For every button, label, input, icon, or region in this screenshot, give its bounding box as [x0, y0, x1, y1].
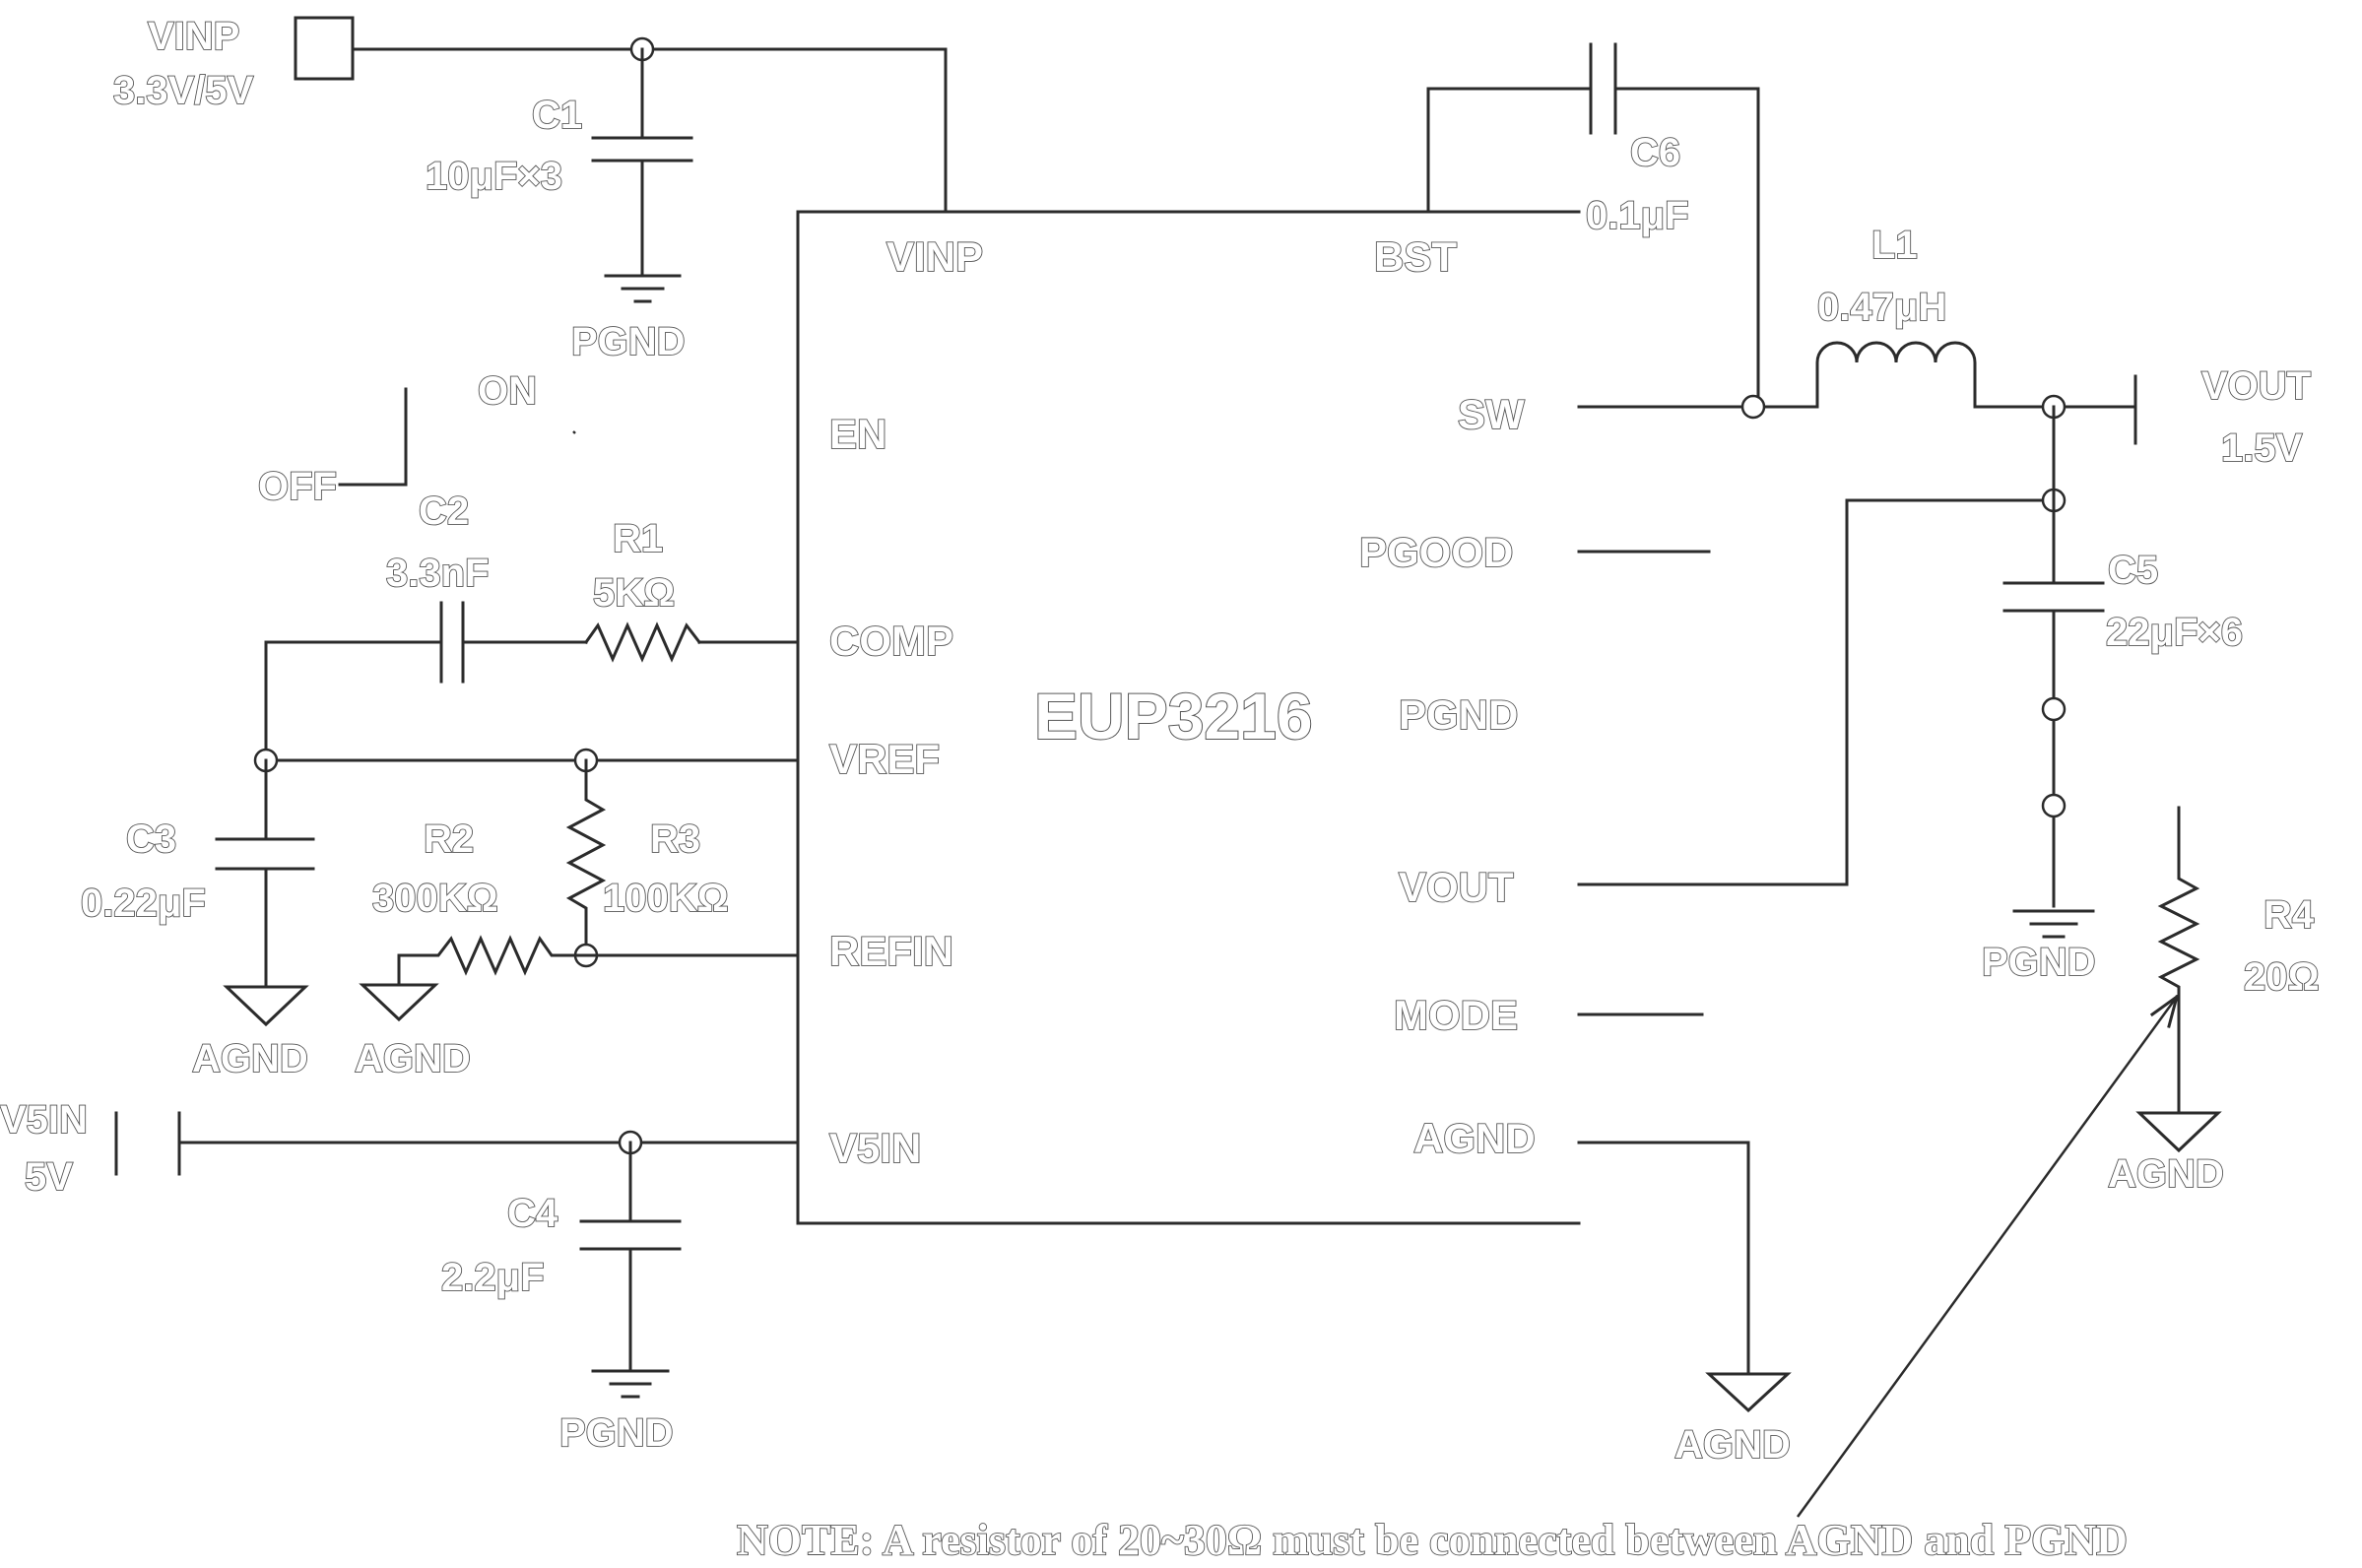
- pgnd-symbol-c4: [591, 1369, 670, 1399]
- v5in-input-name: V5IN: [0, 1098, 88, 1142]
- resistor-r2: [397, 935, 588, 987]
- c3-value: 0.22μF: [81, 882, 206, 925]
- ic-body: [796, 210, 1581, 1225]
- pin-label-en: EN: [829, 411, 886, 457]
- capacitor-c3: [215, 758, 315, 989]
- agnd-symbol-r2: [359, 983, 439, 1022]
- vinp-wire: [351, 47, 948, 214]
- c4-ref: C4: [507, 1192, 558, 1235]
- pin-label-vout: VOUT: [1399, 864, 1514, 910]
- vout-sense-wire: [1577, 498, 2056, 886]
- en-switch-off-label: OFF: [258, 465, 337, 508]
- agnd-symbol-r4: [2135, 1111, 2222, 1153]
- pin-label-bst: BST: [1374, 233, 1457, 280]
- capacitor-c1: [591, 47, 693, 278]
- c6-value: 0.1μF: [1586, 194, 1689, 237]
- c1-ref: C1: [532, 94, 582, 137]
- en-switch-lever: [338, 387, 408, 487]
- capacitor-c5: [2002, 405, 2105, 908]
- pgnd-symbol-c1: [604, 274, 682, 303]
- resistor-r1: [583, 621, 702, 663]
- pin-label-v5in: V5IN: [829, 1125, 921, 1171]
- l1-value: 0.47μH: [1817, 286, 1946, 329]
- junction-dot: [1740, 394, 1766, 420]
- agnd-label-r2: AGND: [355, 1037, 471, 1080]
- pin-label-sw: SW: [1458, 391, 1525, 437]
- capacitor-c2: [264, 601, 588, 755]
- en-switch-on-label: ON: [478, 369, 537, 413]
- pgnd-label-c1: PGND: [571, 320, 686, 363]
- c6-ref: C6: [1630, 131, 1680, 174]
- pin-label-pgood: PGOOD: [1359, 529, 1513, 575]
- v5in-input-value: 5V: [25, 1155, 73, 1199]
- pin-label-agnd: AGND: [1413, 1115, 1536, 1161]
- r1-ref: R1: [613, 517, 663, 560]
- en-switch-contact: [572, 430, 576, 434]
- inductor-l1: [1815, 341, 1977, 409]
- c5-value: 22μF×6: [2106, 611, 2243, 654]
- r3-value: 100KΩ: [603, 877, 729, 920]
- agnd-symbol-c3: [223, 985, 309, 1027]
- l1-ref: L1: [1871, 224, 1918, 267]
- pin-label-vinp: VINP: [886, 233, 983, 280]
- pin-label-pgnd: PGND: [1399, 691, 1518, 738]
- vinp-input-terminal: [294, 16, 355, 81]
- agnd-symbol-ic: [1705, 1372, 1792, 1413]
- pin-label-comp: COMP: [829, 618, 953, 664]
- pin-label-mode: MODE: [1394, 992, 1518, 1038]
- chip-name: EUP3216: [1034, 680, 1313, 752]
- note-arrow-line: [1796, 996, 2179, 1518]
- vout-output-value: 1.5V: [2221, 426, 2303, 470]
- pgnd-label-c4: PGND: [559, 1411, 674, 1455]
- note-arrowhead: [2149, 994, 2180, 1028]
- c2-ref: C2: [419, 490, 469, 533]
- design-note: NOTE: A resistor of 20~30Ω must be conne…: [737, 1516, 2128, 1564]
- agnd-label-r4: AGND: [2108, 1152, 2224, 1196]
- pgnd-label-c5: PGND: [1982, 941, 2096, 984]
- r2-ref: R2: [424, 817, 474, 861]
- junction-dot: [2041, 793, 2067, 818]
- c3-ref: C3: [126, 817, 176, 861]
- resistor-r3: [565, 758, 607, 957]
- vout-output-name: VOUT: [2201, 364, 2311, 408]
- agnd-label-ic: AGND: [1674, 1423, 1791, 1467]
- pin-label-vref: VREF: [829, 736, 940, 782]
- bst-wire: [1426, 87, 1593, 214]
- c5-ref: C5: [2108, 549, 2158, 592]
- c2-value: 3.3nF: [386, 552, 489, 595]
- vinp-input-value: 3.3V/5V: [113, 69, 254, 112]
- c6-to-sw-wire: [1613, 87, 1760, 409]
- c1-value: 10μF×3: [426, 155, 562, 198]
- vinp-input-name: VINP: [148, 15, 239, 58]
- r4-value: 20Ω: [2244, 955, 2320, 999]
- resistor-r4: [2157, 806, 2200, 1115]
- c4-value: 2.2μF: [441, 1256, 545, 1299]
- pgnd-symbol-c5: [2012, 909, 2095, 939]
- capacitor-c4: [579, 1141, 682, 1373]
- junction-dot: [2041, 696, 2067, 722]
- r1-value: 5KΩ: [593, 571, 675, 615]
- agnd-wire: [1577, 1141, 1750, 1376]
- pin-label-refin: REFIN: [829, 928, 953, 974]
- r2-value: 300KΩ: [372, 877, 498, 920]
- agnd-label-c3: AGND: [192, 1037, 308, 1080]
- r4-ref: R4: [2264, 893, 2315, 937]
- r3-ref: R3: [650, 817, 700, 861]
